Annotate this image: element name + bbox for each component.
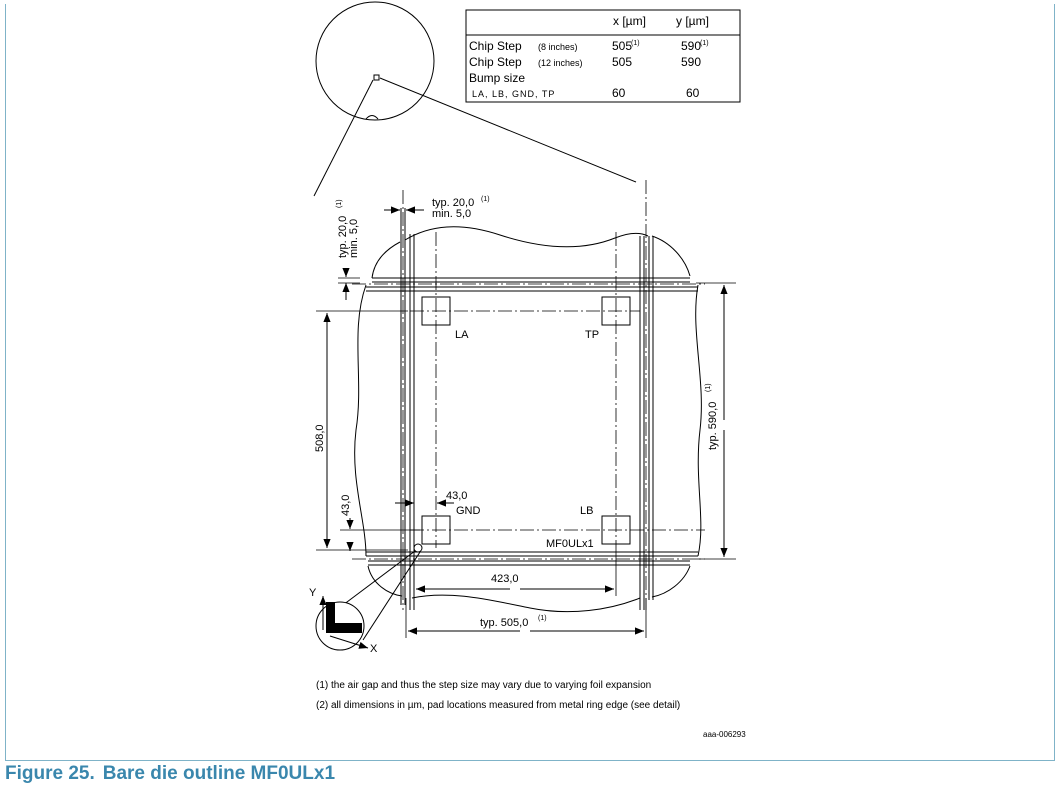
pad-gnd bbox=[421, 515, 451, 545]
pad-tp bbox=[601, 296, 631, 326]
axis-y-label: Y bbox=[309, 587, 317, 599]
dim-step-x-label: typ. 505,0 bbox=[480, 617, 528, 629]
dim-step-y-note: (1) bbox=[705, 383, 712, 392]
table-row1-x: 505 bbox=[612, 39, 632, 53]
detail-magnifier: Y X bbox=[309, 543, 423, 655]
dim-street-x-min: min. 5,0 bbox=[432, 208, 471, 220]
pad-gnd-label: GND bbox=[456, 505, 481, 517]
dim-step-y-label: typ. 590,0 bbox=[707, 402, 719, 450]
table-row3-label: Bump size bbox=[469, 71, 525, 85]
axis-x-label: X bbox=[370, 643, 378, 655]
table-row2-sub: (12 inches) bbox=[538, 58, 583, 68]
pad-lb-label: LB bbox=[580, 505, 593, 517]
figure-title: Bare die outline MF0ULx1 bbox=[102, 763, 336, 784]
dim-pad-pitch-x: 423,0 bbox=[413, 548, 617, 596]
chip-name-label: MF0ULx1 bbox=[546, 538, 594, 550]
dim-pad-pitch-x-label: 423,0 bbox=[491, 573, 519, 585]
die-area: LA TP GND LB MF0ULx1 bbox=[352, 180, 705, 613]
dim-pad-offset-x: 43,0 bbox=[395, 490, 467, 507]
table-row4-y: 60 bbox=[686, 86, 700, 100]
dim-step-x: typ. 505,0 (1) bbox=[405, 598, 647, 638]
table-row1-y-note: (1) bbox=[700, 40, 709, 47]
wafer-circle bbox=[313, 1, 637, 197]
pad-tp-label: TP bbox=[585, 329, 599, 341]
chip-step-table: x [µm] y [µm] Chip Step (8 inches) 505 (… bbox=[465, 9, 741, 103]
dim-street-x-typ: typ. 20,0 bbox=[432, 197, 474, 209]
dim-pad-offset-x-label: 43,0 bbox=[446, 490, 467, 502]
table-row2-x: 505 bbox=[612, 55, 632, 69]
dim-pad-offset-y-label: 43,0 bbox=[340, 495, 352, 516]
table-row2-label: Chip Step bbox=[469, 55, 522, 69]
dim-street-x-note: (1) bbox=[481, 196, 490, 203]
dim-pad-pitch-y: 508,0 bbox=[314, 310, 408, 551]
dim-step-y: typ. 590,0 (1) bbox=[696, 282, 736, 560]
dim-street-y-typ: typ. 20,0 bbox=[337, 216, 349, 258]
table-row1-x-note: (1) bbox=[631, 40, 640, 47]
pad-la-label: LA bbox=[455, 329, 469, 341]
table-row1-label: Chip Step bbox=[469, 39, 522, 53]
dim-street-x: typ. 20,0 (1) min. 5,0 bbox=[384, 196, 490, 220]
table-row4-label: LA, LB, GND, TP bbox=[472, 89, 555, 99]
doc-id: aaa-006293 bbox=[703, 730, 746, 739]
table-row1-y: 590 bbox=[681, 39, 701, 53]
dim-street-y-note: (1) bbox=[336, 199, 343, 208]
dim-pad-offset-y: 43,0 bbox=[340, 495, 420, 551]
table-row4-x: 60 bbox=[612, 86, 626, 100]
table-row2-y: 590 bbox=[681, 55, 701, 69]
table-header-x: x [µm] bbox=[613, 14, 646, 28]
figure-frame bbox=[5, 4, 1055, 761]
dim-street-y: typ. 20,0 (1) min. 5,0 bbox=[336, 199, 360, 300]
figure-number: Figure 25. bbox=[5, 763, 95, 784]
table-header-y: y [µm] bbox=[676, 14, 709, 28]
pad-la bbox=[421, 296, 451, 326]
dim-street-y-min: min. 5,0 bbox=[348, 219, 360, 258]
note-1: (1) the air gap and thus the step size m… bbox=[316, 680, 651, 691]
dim-step-x-note: (1) bbox=[538, 615, 547, 622]
dim-pad-pitch-y-label: 508,0 bbox=[314, 424, 326, 452]
figure-caption: Figure 25. Bare die outline MF0ULx1 bbox=[5, 763, 343, 785]
pad-lb bbox=[601, 515, 631, 545]
die-outline-diagram: x [µm] y [µm] Chip Step (8 inches) 505 (… bbox=[309, 1, 746, 739]
table-row1-sub: (8 inches) bbox=[538, 42, 578, 52]
note-2: (2) all dimensions in µm, pad locations … bbox=[316, 700, 680, 711]
